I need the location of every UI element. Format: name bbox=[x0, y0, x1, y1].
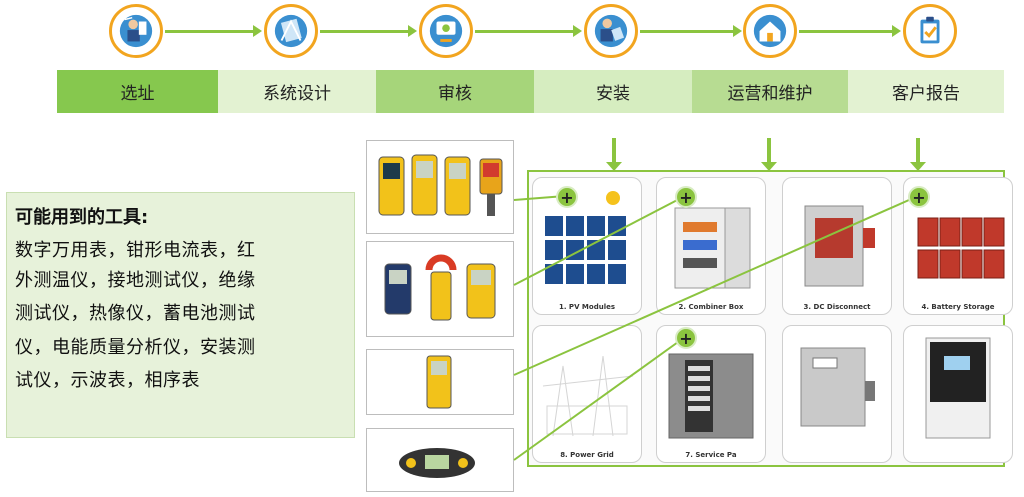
component-caption: 7. Service Pa bbox=[685, 451, 737, 459]
step-icon-system-design bbox=[264, 4, 318, 58]
tool-card-installation-tester bbox=[366, 428, 514, 492]
tools-box bbox=[6, 192, 355, 438]
installer-icon bbox=[594, 14, 628, 48]
step-icon-installation bbox=[584, 4, 638, 58]
flow-arrow bbox=[799, 25, 901, 37]
step-label-site-selection: 选址 bbox=[57, 70, 218, 113]
component-caption: 4. Battery Storage bbox=[921, 303, 995, 311]
down-arrow bbox=[606, 138, 622, 171]
step-label-installation: 安装 bbox=[534, 70, 692, 113]
step-icon-site-selection bbox=[109, 4, 163, 58]
down-arrow bbox=[761, 138, 777, 171]
step-icon-operation bbox=[743, 4, 797, 58]
multimeters-icon bbox=[378, 154, 503, 216]
plus-marker[interactable]: + bbox=[556, 186, 578, 208]
tools-line: 外测温仪，接地测试仪，绝缘 bbox=[15, 270, 256, 291]
component-dc-disconnect: 3. DC Disconnect bbox=[782, 177, 892, 315]
component-caption: 1. PV Modules bbox=[558, 303, 616, 311]
plus-marker[interactable]: + bbox=[908, 186, 930, 208]
surveyor-icon bbox=[119, 14, 153, 48]
ac-disconnect-icon bbox=[800, 347, 875, 427]
tools-line: 试仪，示波表，相序表 bbox=[15, 370, 200, 391]
flow-arrow bbox=[320, 25, 417, 37]
tool-card-meters bbox=[366, 140, 514, 234]
plus-marker[interactable]: + bbox=[675, 186, 697, 208]
inverter-icon bbox=[925, 337, 991, 439]
step-label-review: 审核 bbox=[376, 70, 534, 113]
step-label-system-design: 系统设计 bbox=[218, 70, 376, 113]
component-power-grid: 8. Power Grid bbox=[532, 325, 642, 463]
component-caption: 3. DC Disconnect bbox=[803, 303, 871, 311]
installation-tester-icon bbox=[399, 448, 475, 478]
flow-arrow bbox=[475, 25, 582, 37]
pv-module-icon bbox=[545, 191, 626, 284]
component-ac-disconnect bbox=[782, 325, 892, 463]
flow-arrow bbox=[640, 25, 742, 37]
review-plug-icon bbox=[429, 14, 463, 48]
component-pv-modules: 1. PV Modules bbox=[532, 177, 642, 315]
flow-arrow bbox=[165, 25, 262, 37]
step-icon-report bbox=[903, 4, 957, 58]
tool-card-scope-meter bbox=[366, 349, 514, 415]
dc-disconnect-icon bbox=[804, 205, 875, 287]
component-service-panel: 7. Service Pa bbox=[656, 325, 766, 463]
component-combiner-box: 2. Combiner Box bbox=[656, 177, 766, 315]
down-arrow bbox=[910, 138, 926, 171]
step-label-operation: 运营和维护 bbox=[692, 70, 848, 113]
design-blueprint-icon bbox=[274, 14, 308, 48]
service-panel-icon bbox=[668, 353, 754, 439]
scope-meter-icon bbox=[426, 355, 452, 409]
plus-marker[interactable]: + bbox=[675, 327, 697, 349]
component-inverter bbox=[903, 325, 1013, 463]
clipboard-report-icon bbox=[920, 16, 940, 44]
component-caption: 2. Combiner Box bbox=[678, 303, 744, 311]
power-grid-icon bbox=[542, 355, 634, 437]
tools-line: 测试仪，热像仪，蓄电池测试 bbox=[15, 303, 256, 324]
house-maintenance-icon bbox=[753, 14, 787, 48]
step-icon-review bbox=[419, 4, 473, 58]
tools-title: 可能用到的工具: bbox=[15, 207, 149, 228]
component-caption: 8. Power Grid bbox=[560, 451, 614, 459]
combiner-box-icon bbox=[674, 207, 751, 289]
tools-line: 数字万用表，钳形电流表，红 bbox=[15, 240, 256, 261]
tools-line: 仪，电能质量分析仪，安装测 bbox=[15, 337, 256, 358]
battery-icon bbox=[917, 217, 1005, 279]
step-label-report: 客户报告 bbox=[848, 70, 1004, 113]
clamp-meter-icon bbox=[384, 254, 496, 321]
tool-card-clamp-meters bbox=[366, 241, 514, 337]
